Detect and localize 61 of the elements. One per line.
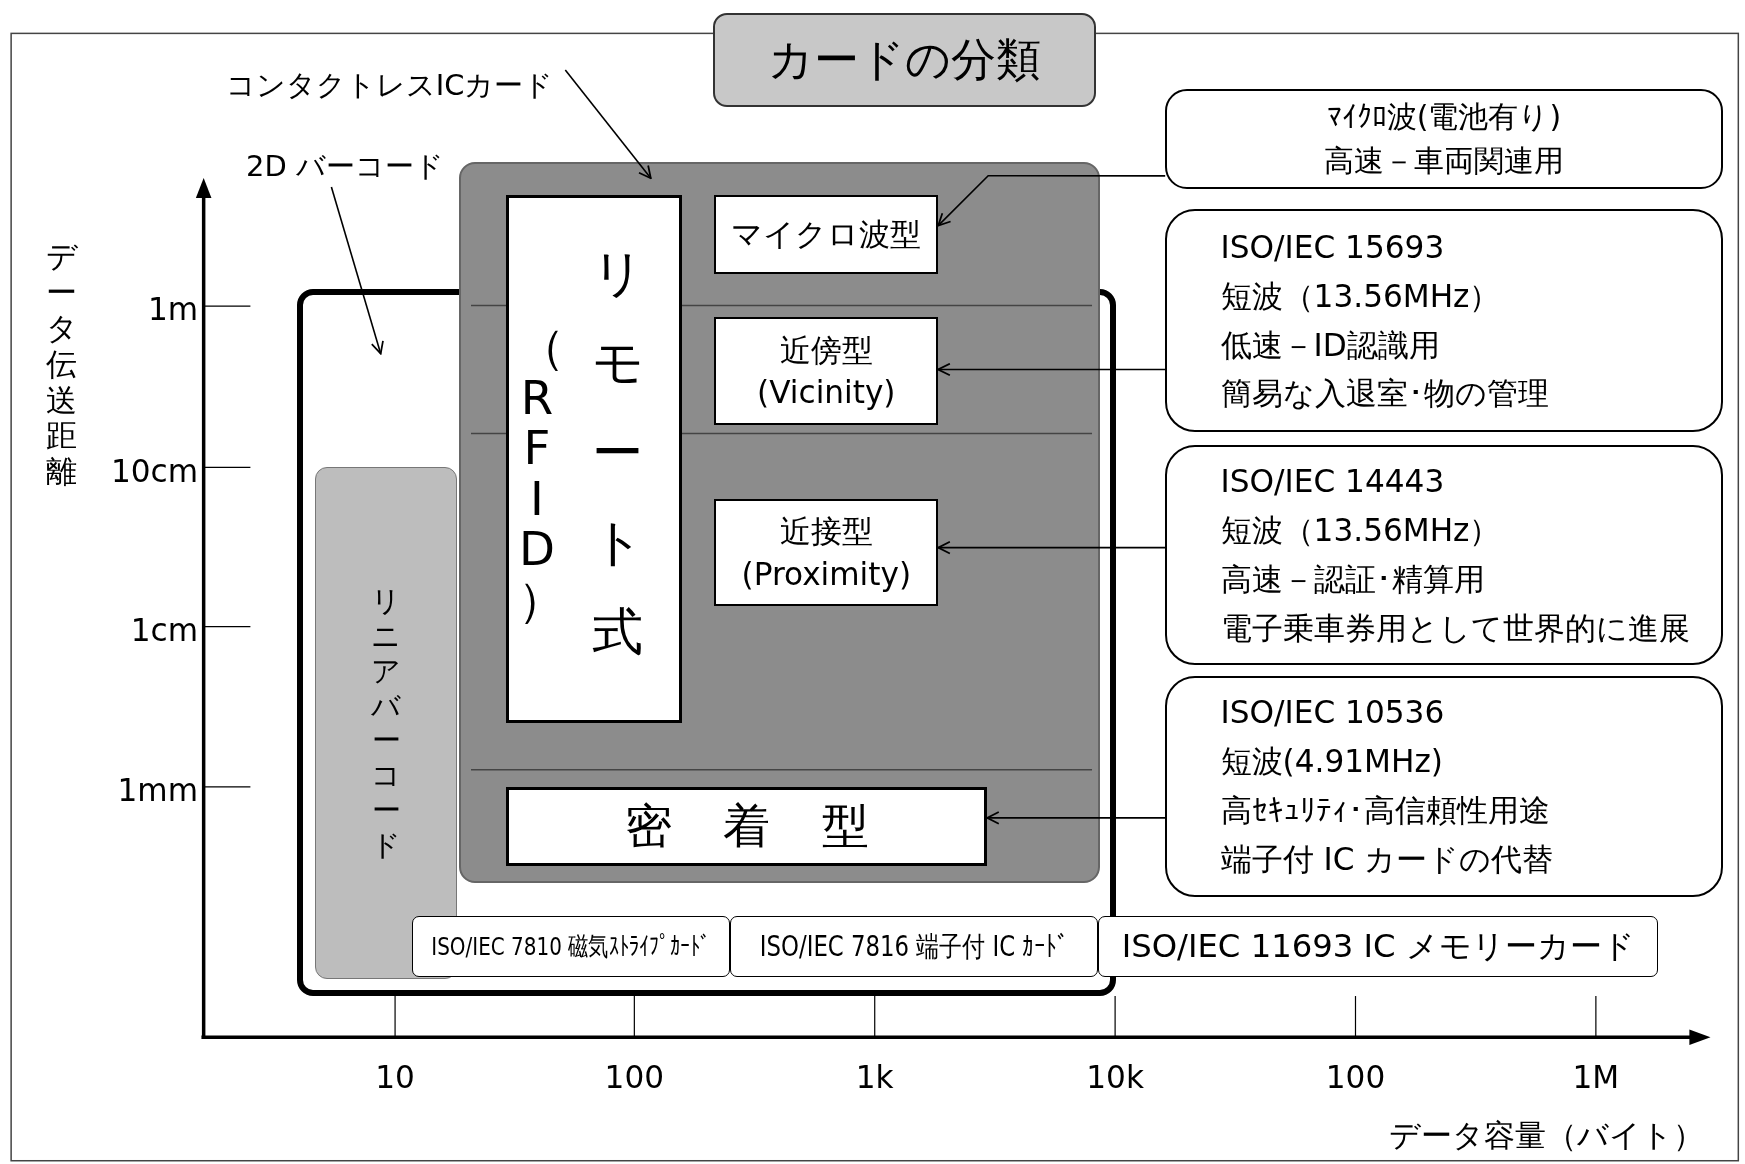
axis-tick-label: 1M	[1571, 1058, 1621, 1098]
vertical-label: リモート式	[590, 241, 645, 664]
strip-label: ISO/IEC 7810 磁気ｽﾄﾗｲﾌﾟｶｰﾄﾞ	[431, 930, 711, 964]
type-label: (Vicinity)	[757, 373, 896, 413]
callout-label: コンタクトレスICカード	[213, 64, 566, 107]
note-line: 短波（13.56MHz）	[1220, 276, 1501, 316]
callout-label: 2D バーコード	[231, 146, 459, 187]
contactless-area	[458, 162, 1100, 883]
axis-tick-label: 10cm	[109, 451, 199, 491]
axis-tick-label: 10	[374, 1058, 416, 1098]
arrow	[986, 811, 1166, 825]
arrow	[937, 175, 1166, 227]
note-line: ISO/IEC 14443	[1220, 462, 1445, 502]
note-line: 短波（13.56MHz）	[1220, 511, 1501, 551]
title-box	[713, 13, 1097, 107]
type-label: 近接型	[779, 512, 873, 552]
note-line: 高ｾｷｭﾘﾃｨ･高信頼性用途	[1220, 791, 1550, 831]
note-line: 高速－認証･精算用	[1220, 560, 1485, 600]
note-line: 短波(4.91MHz)	[1220, 742, 1443, 782]
arrow	[564, 69, 652, 180]
note-line: 低速－ID認識用	[1220, 325, 1440, 365]
type-label: 密着型	[624, 797, 921, 855]
type-box	[714, 317, 939, 426]
type-label: マイクロ波型	[731, 215, 922, 255]
strip-label: ISO/IEC 11693 IC メモリーカード	[1121, 925, 1635, 967]
vertical-label: リニアバーコード	[370, 584, 403, 863]
note-line: 電子乗車券用として世界的に進展	[1220, 609, 1690, 649]
standard-strip	[411, 915, 731, 978]
title-text: カードの分類	[768, 33, 1042, 88]
axis-tick-label: 1cm	[129, 610, 199, 650]
note-line: 高速－車両関連用	[1323, 142, 1564, 181]
axis-title: データ伝送距離	[44, 239, 79, 491]
note-box	[1165, 675, 1723, 897]
arrow	[937, 362, 1166, 377]
note-line: ﾏｲｸﾛ波(電池有り)	[1326, 97, 1562, 136]
standard-strip	[1098, 915, 1659, 978]
strip-label: ISO/IEC 7816 端子付 IC ｶｰﾄﾞ	[760, 928, 1069, 965]
type-label: 近傍型	[779, 331, 873, 371]
note-line: 簡易な入退室･物の管理	[1220, 374, 1549, 414]
type-box	[506, 786, 988, 866]
axis-tick-label: 100	[1324, 1058, 1387, 1098]
standard-strip	[730, 915, 1099, 978]
axis-tick-label: 1mm	[116, 771, 199, 811]
note-line: 端子付 IC カードの代替	[1220, 840, 1554, 880]
axis-tick-label: 1k	[854, 1058, 895, 1098]
note-box	[1165, 89, 1723, 190]
type-box	[714, 194, 939, 274]
axis-title: データ容量（バイト）	[1388, 1116, 1706, 1156]
note-line: ISO/IEC 15693	[1220, 227, 1445, 267]
remote-box	[506, 194, 683, 724]
vertical-label: （RFID）	[518, 322, 556, 626]
axis-tick-label: 10k	[1085, 1058, 1145, 1098]
note-box	[1165, 445, 1723, 666]
arrow	[330, 186, 384, 355]
type-box	[714, 498, 939, 607]
axis-tick-label: 1m	[146, 290, 199, 330]
arrow	[937, 540, 1166, 555]
axis-tick-label: 100	[603, 1058, 666, 1098]
note-box	[1165, 209, 1723, 432]
note-line: ISO/IEC 10536	[1220, 693, 1445, 733]
type-label: (Proximity)	[741, 554, 912, 594]
